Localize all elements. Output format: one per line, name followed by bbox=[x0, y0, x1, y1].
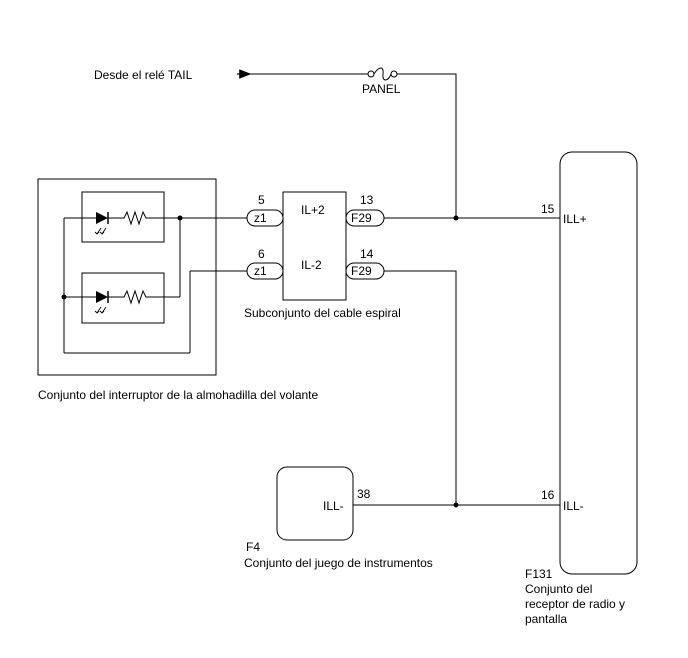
junction-dot-2 bbox=[61, 294, 67, 300]
steering-switch-label: Conjunto del interruptor de la almohadil… bbox=[38, 388, 319, 402]
pin-6: 6 bbox=[258, 247, 265, 261]
led-icon-top bbox=[94, 212, 109, 235]
connector-f29-top-label: F29 bbox=[351, 211, 372, 225]
pin-ill-minus-cluster: ILL- bbox=[323, 499, 344, 513]
connector-z1-top-label: z1 bbox=[254, 211, 267, 225]
pin-ill-minus-radio: ILL- bbox=[563, 499, 584, 513]
pin-14: 14 bbox=[360, 247, 374, 261]
radio-label-line-1: Conjunto del bbox=[525, 582, 592, 596]
signal-il-plus-2: IL+2 bbox=[301, 203, 325, 217]
radio-code: F131 bbox=[525, 567, 553, 581]
connector-z1-bottom-label: z1 bbox=[254, 264, 267, 278]
pin-ill-plus: ILL+ bbox=[563, 212, 587, 226]
spiral-cable-label: Subconjunto del cable espiral bbox=[244, 306, 401, 320]
resistor-icon-bottom bbox=[108, 289, 180, 305]
connector-z1-top bbox=[246, 209, 284, 227]
junction-dot-4 bbox=[453, 502, 459, 508]
led-icon-bottom bbox=[94, 291, 109, 314]
pin-13: 13 bbox=[360, 193, 374, 207]
pin-15: 15 bbox=[541, 202, 555, 216]
cluster-code: F4 bbox=[246, 540, 260, 554]
instrument-cluster-box bbox=[276, 466, 354, 541]
radio-label-line-3: pantalla bbox=[525, 612, 567, 626]
fuse-label: PANEL bbox=[362, 82, 401, 96]
pin-38: 38 bbox=[357, 487, 371, 501]
connector-z1-bottom bbox=[246, 262, 284, 280]
steering-switch-outer-box bbox=[37, 178, 217, 376]
junction-dot-3 bbox=[453, 215, 459, 221]
signal-il-minus-2: IL-2 bbox=[301, 258, 322, 272]
spiral-cable-box bbox=[282, 191, 347, 301]
resistor-icon-top bbox=[108, 210, 180, 226]
fuse-output-wire bbox=[397, 73, 457, 218]
led-module-bottom bbox=[81, 272, 165, 324]
radio-label-line-2: receptor de radio y bbox=[525, 597, 625, 611]
fuse-symbol bbox=[367, 67, 398, 81]
cluster-label: Conjunto del juego de instrumentos bbox=[244, 556, 433, 570]
connector-f29-bottom-label: F29 bbox=[351, 264, 372, 278]
led-module-top bbox=[81, 191, 165, 243]
pin-5: 5 bbox=[258, 193, 265, 207]
wire-ill-minus-down bbox=[384, 270, 457, 505]
radio-receiver-box bbox=[559, 151, 638, 575]
source-label: Desde el relé TAIL bbox=[94, 68, 193, 82]
pin-16: 16 bbox=[541, 488, 555, 502]
